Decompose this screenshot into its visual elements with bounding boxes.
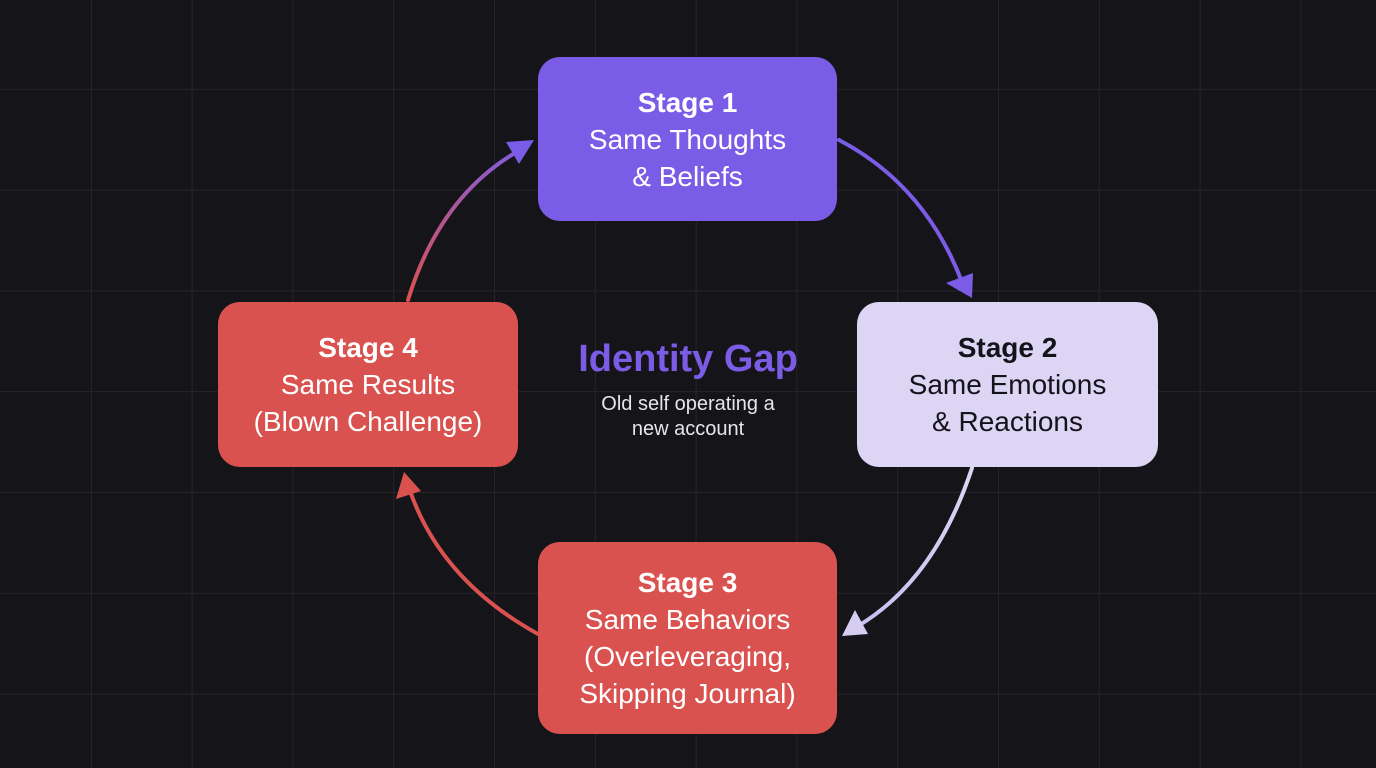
stage-2-line-1: Same Emotions <box>908 369 1107 400</box>
arrowhead-stage2-to-stage3 <box>842 610 868 636</box>
stage-2-line-2: & Reactions <box>932 406 1083 437</box>
stage-3-line-1: Same Behaviors <box>584 604 791 635</box>
arrowhead-stage4-to-stage1 <box>506 140 534 164</box>
arrow-stage2-to-stage3 <box>856 466 974 628</box>
arrowhead-stage1-to-stage2 <box>946 273 973 298</box>
stage-1-title: Stage 1 <box>637 86 738 118</box>
stage-4-line-2: (Blown Challenge) <box>253 406 483 437</box>
stage-4-line-1: Same Results <box>280 369 456 400</box>
arrowhead-stage3-to-stage4 <box>396 472 421 499</box>
identity-gap-subtitle: Old self operating a new account <box>601 393 775 440</box>
arrow-stage3-to-stage4 <box>407 486 540 636</box>
stage-4-box: Stage 4 Same Results (Blown Challenge) <box>218 302 518 467</box>
stage-2-box: Stage 2 Same Emotions & Reactions <box>857 302 1158 467</box>
arrow-stage1-to-stage2 <box>837 138 964 284</box>
stage-3-box: Stage 3 Same Behaviors (Overleveraging, … <box>538 542 837 734</box>
stage-2-title: Stage 2 <box>957 332 1058 363</box>
stage-1-line-1: Same Thoughts <box>588 123 787 155</box>
stage-4-title: Stage 4 <box>318 332 418 363</box>
arrow-stage4-to-stage1 <box>406 148 522 302</box>
stage-3-title: Stage 3 <box>637 567 738 598</box>
stage-1-box: Stage 1 Same Thoughts & Beliefs <box>538 57 837 221</box>
stage-3-line-3: Skipping Journal) <box>579 678 796 709</box>
identity-gap-title: Identity Gap <box>578 338 798 380</box>
stage-1-line-2: & Beliefs <box>632 160 743 192</box>
center-label: Identity Gap Old self operating a new ac… <box>548 336 828 442</box>
stage-3-line-2: (Overleveraging, <box>584 641 791 672</box>
